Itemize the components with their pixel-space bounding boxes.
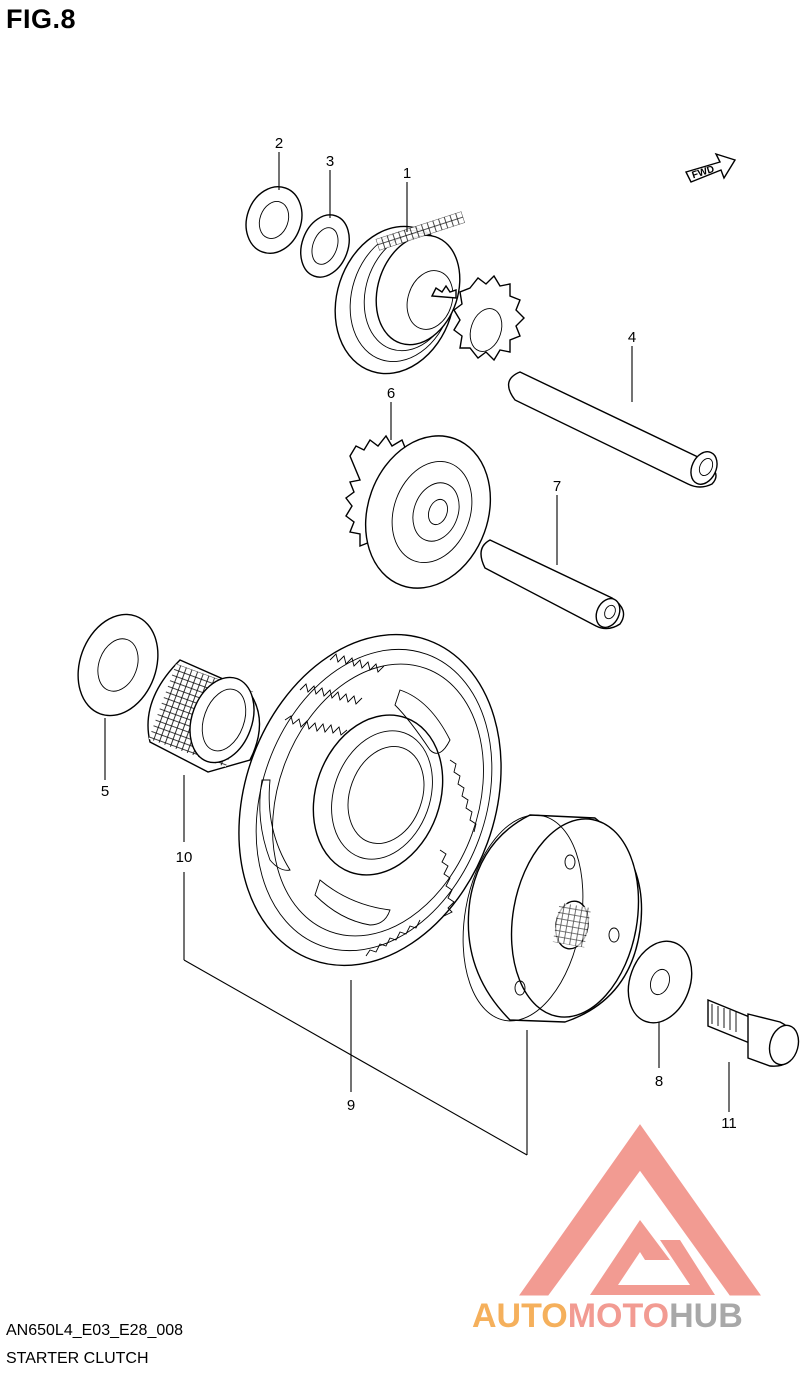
part-3-spacer	[300, 214, 350, 278]
part-4-shaft	[507, 371, 718, 488]
part-10-needle-bearing	[147, 659, 261, 773]
callout-10: 10	[176, 849, 193, 866]
callout-2: 2	[275, 135, 283, 152]
part-9-clutch-housing	[462, 814, 643, 1023]
callout-5: 5	[101, 783, 109, 800]
callout-11: 11	[721, 1115, 737, 1132]
part-8-washer	[627, 940, 693, 1024]
watermark-text-auto: AUTO	[472, 1297, 568, 1335]
callout-9: 9	[347, 1097, 355, 1114]
callout-6: 6	[387, 385, 395, 402]
watermark-logo: AUTOMOTOHUB	[472, 1124, 761, 1335]
callout-1: 1	[403, 165, 411, 182]
watermark-text-moto: MOTO	[568, 1297, 669, 1335]
part-1-idle-gear	[334, 211, 525, 375]
forward-arrow-label: FWD	[691, 164, 716, 182]
part-7-shaft	[480, 539, 625, 630]
watermark-text-hub: HUB	[669, 1297, 743, 1335]
forward-arrow-icon: FWD	[684, 152, 737, 183]
callout-4: 4	[628, 329, 636, 346]
figure-title: FIG.8	[6, 4, 77, 34]
watermark-triangle-icon	[519, 1124, 761, 1296]
part-5-washer	[77, 613, 159, 717]
part-11-bolt	[707, 998, 800, 1067]
diagram-caption: STARTER CLUTCH	[6, 1350, 149, 1367]
callout-8: 8	[655, 1073, 663, 1090]
svg-text:AUTOMOTOHUB: AUTOMOTOHUB	[472, 1297, 743, 1335]
callout-7: 7	[553, 478, 561, 495]
callout-numbers: 1 2 3 4 5 6 7 8 9 10 11	[101, 135, 737, 1132]
diagram-code: AN650L4_E03_E28_008	[6, 1322, 184, 1339]
callout-3: 3	[326, 153, 334, 170]
gear-teeth	[284, 653, 477, 957]
part-2-washer	[245, 186, 303, 254]
leader-lines	[104, 152, 730, 1156]
part-6-idle-gear	[345, 434, 492, 589]
part-9-starter-driven-gear	[238, 633, 502, 967]
